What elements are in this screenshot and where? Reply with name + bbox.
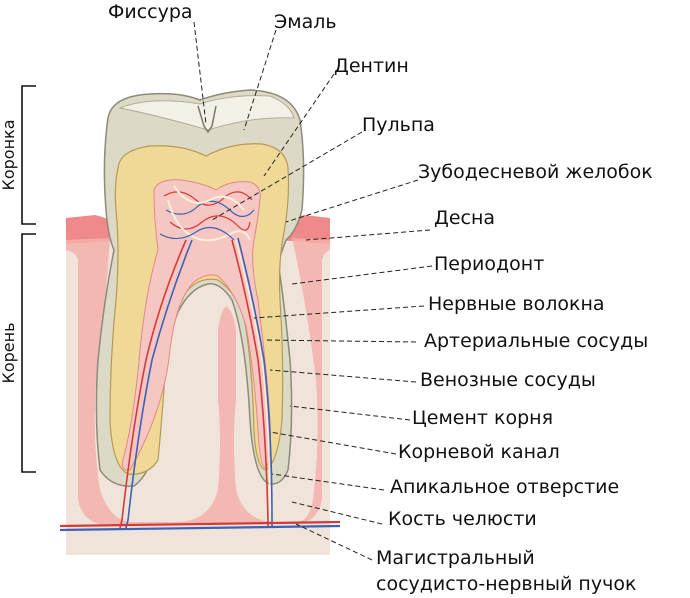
root-region-label: Корень (0, 322, 18, 383)
label-root-cementum: Цемент корня (412, 407, 553, 429)
periodontium (66, 238, 330, 524)
label-venous-vessels: Венозные сосуды (420, 369, 596, 391)
label-gingival-sulcus: Зубодесневой желобок (418, 161, 653, 183)
vein-right (237, 237, 273, 528)
label-dentin: Дентин (334, 55, 409, 77)
leader-lines (193, 21, 433, 561)
label-periodontium: Периодонт (434, 253, 544, 275)
fissure-groove (197, 105, 217, 134)
bundle-artery (59, 520, 341, 528)
label-bundle-line1: Магистральный (376, 547, 535, 569)
artery-left (119, 239, 187, 529)
root-bracket (21, 233, 36, 473)
label-pulp: Пульпа (362, 114, 435, 136)
label-nerve-fibers: Нервные волокна (428, 293, 605, 315)
nerve-right (235, 239, 271, 521)
label-jaw-bone: Кость челюсти (388, 508, 537, 530)
label-arterial-vessels: Артериальные сосуды (424, 330, 648, 352)
label-root-canal: Корневой канал (398, 441, 560, 463)
label-gum: Десна (434, 207, 495, 229)
artery-right (231, 239, 269, 528)
pulp-vessels (159, 185, 255, 242)
pulp (121, 179, 271, 471)
label-bundle-line2: сосудисто-нервный пучок (376, 573, 636, 595)
label-apical-foramen: Апикальное отверстие (390, 476, 619, 498)
label-fissure: Фиссура (108, 1, 193, 23)
label-enamel: Эмаль (274, 11, 337, 33)
vein-left (125, 239, 193, 529)
bundle-vein (59, 524, 341, 532)
enamel-top (118, 95, 295, 131)
crown-region-label: Коронка (0, 119, 18, 190)
crown-bracket (21, 85, 36, 225)
